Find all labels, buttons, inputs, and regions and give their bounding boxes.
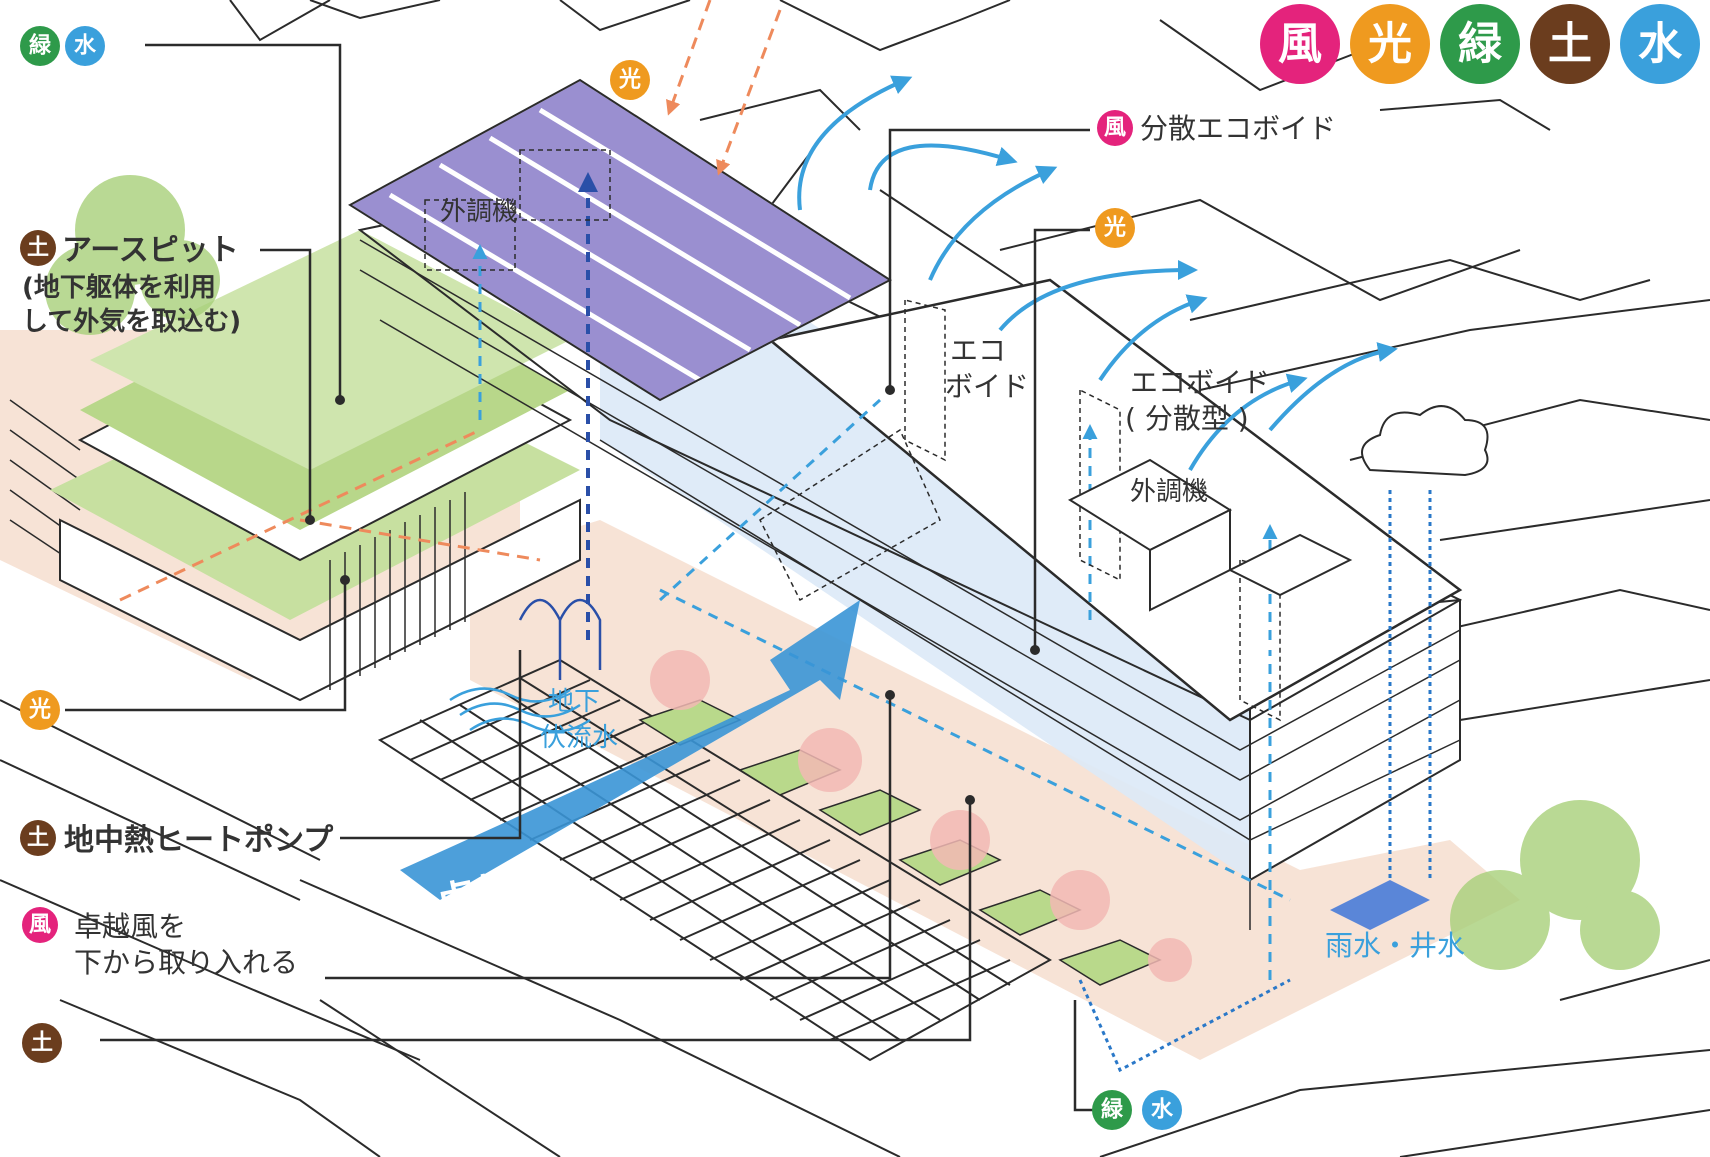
light-right-badge-char: 光 (1103, 216, 1126, 241)
legend-light-char: 光 (1368, 19, 1412, 70)
wind-intake-line-2: 下から取り入れる (74, 946, 298, 979)
dashed-outlines (424, 149, 1281, 722)
cherry-trees (650, 650, 1192, 982)
wind-badge (1097, 110, 1133, 146)
eco-void-label-1: エコ (950, 334, 1006, 367)
wind-badge (22, 907, 58, 943)
outdoor-unit-label: 外調機 (440, 197, 518, 227)
legend: 風 光 緑 土 水 (1260, 4, 1700, 84)
rain-well-water-label: 雨水・井水 (1325, 929, 1465, 962)
underground-water-label-2: 伏流水 (540, 723, 618, 753)
geothermal-badge-char: 土 (27, 826, 49, 851)
green-badge-char: 緑 (29, 33, 52, 59)
legend-wind-char: 風 (1278, 19, 1322, 70)
low-building (50, 230, 581, 702)
rain-tank (1330, 880, 1430, 930)
soil-bottom-badge-char: 土 (31, 1031, 53, 1056)
outdoor-unit-label-2: 外調機 (1130, 477, 1208, 507)
wind-intake-badge-char: 風 (29, 913, 51, 938)
leader-lines (65, 43, 1100, 1112)
light-badge (20, 690, 60, 730)
eco-void-dispersed-label-1: エコボイド (1130, 366, 1270, 399)
legend-light-badge (1350, 4, 1430, 84)
underground-water-label-1: 地下 (548, 687, 600, 717)
outdoor-units (1067, 458, 1353, 612)
legend-soil-badge (1530, 4, 1610, 84)
water-badge-char: 水 (74, 34, 97, 59)
earth-pit-label: アースピット (62, 233, 239, 268)
light-left-badge-char: 光 (28, 698, 51, 723)
eco-void-dispersed-title: 分散エコボイド (1140, 112, 1336, 145)
legend-water-char: 水 (1638, 19, 1683, 70)
legend-wind-badge (1260, 4, 1340, 84)
legend-water-badge (1620, 4, 1700, 84)
earth-pit-note-2: して外気を取込む) (22, 306, 241, 337)
legend-soil-char: 土 (1548, 19, 1592, 70)
soil-badge (20, 230, 56, 266)
water-badge (65, 26, 105, 66)
prevailing-wind-arrow (400, 600, 860, 900)
bottom-green-char: 緑 (1101, 1097, 1124, 1123)
soil-badge (20, 820, 56, 856)
eco-void-dispersed-label-2: ( 分散型 ) (1125, 402, 1249, 435)
water-badge (1142, 1090, 1182, 1130)
leader-dots (305, 385, 1040, 805)
green-badge (1092, 1090, 1132, 1130)
eco-void-label-2: ボイド (945, 370, 1029, 403)
light-flow-dashes (119, 0, 782, 602)
green-badge (20, 26, 60, 66)
legend-green-badge (1440, 4, 1520, 84)
legend-green-char: 緑 (1458, 19, 1503, 70)
cloud-icon (1361, 405, 1489, 477)
bottom-water-char: 水 (1151, 1098, 1174, 1123)
trees-left (45, 175, 220, 335)
earth-pit-badge-char: 土 (27, 236, 49, 261)
eco-void-dispersed-badge-char: 風 (1104, 116, 1126, 141)
wind-intake-line-1: 卓越風を (74, 910, 186, 943)
light-badge (1095, 208, 1135, 248)
plaza-front (470, 520, 1520, 1060)
soil-badge (22, 1023, 62, 1063)
rising-air-arrows (797, 75, 1398, 471)
light-badge (610, 60, 650, 100)
air-flow-dashes (472, 172, 1432, 1073)
trees-right (1450, 800, 1660, 970)
geothermal-label: 地中熱ヒートポンプ (64, 823, 334, 858)
earth-pit-note-1: (地下躯体を利用 (22, 273, 216, 303)
light-top-badge-char: 光 (618, 68, 641, 93)
